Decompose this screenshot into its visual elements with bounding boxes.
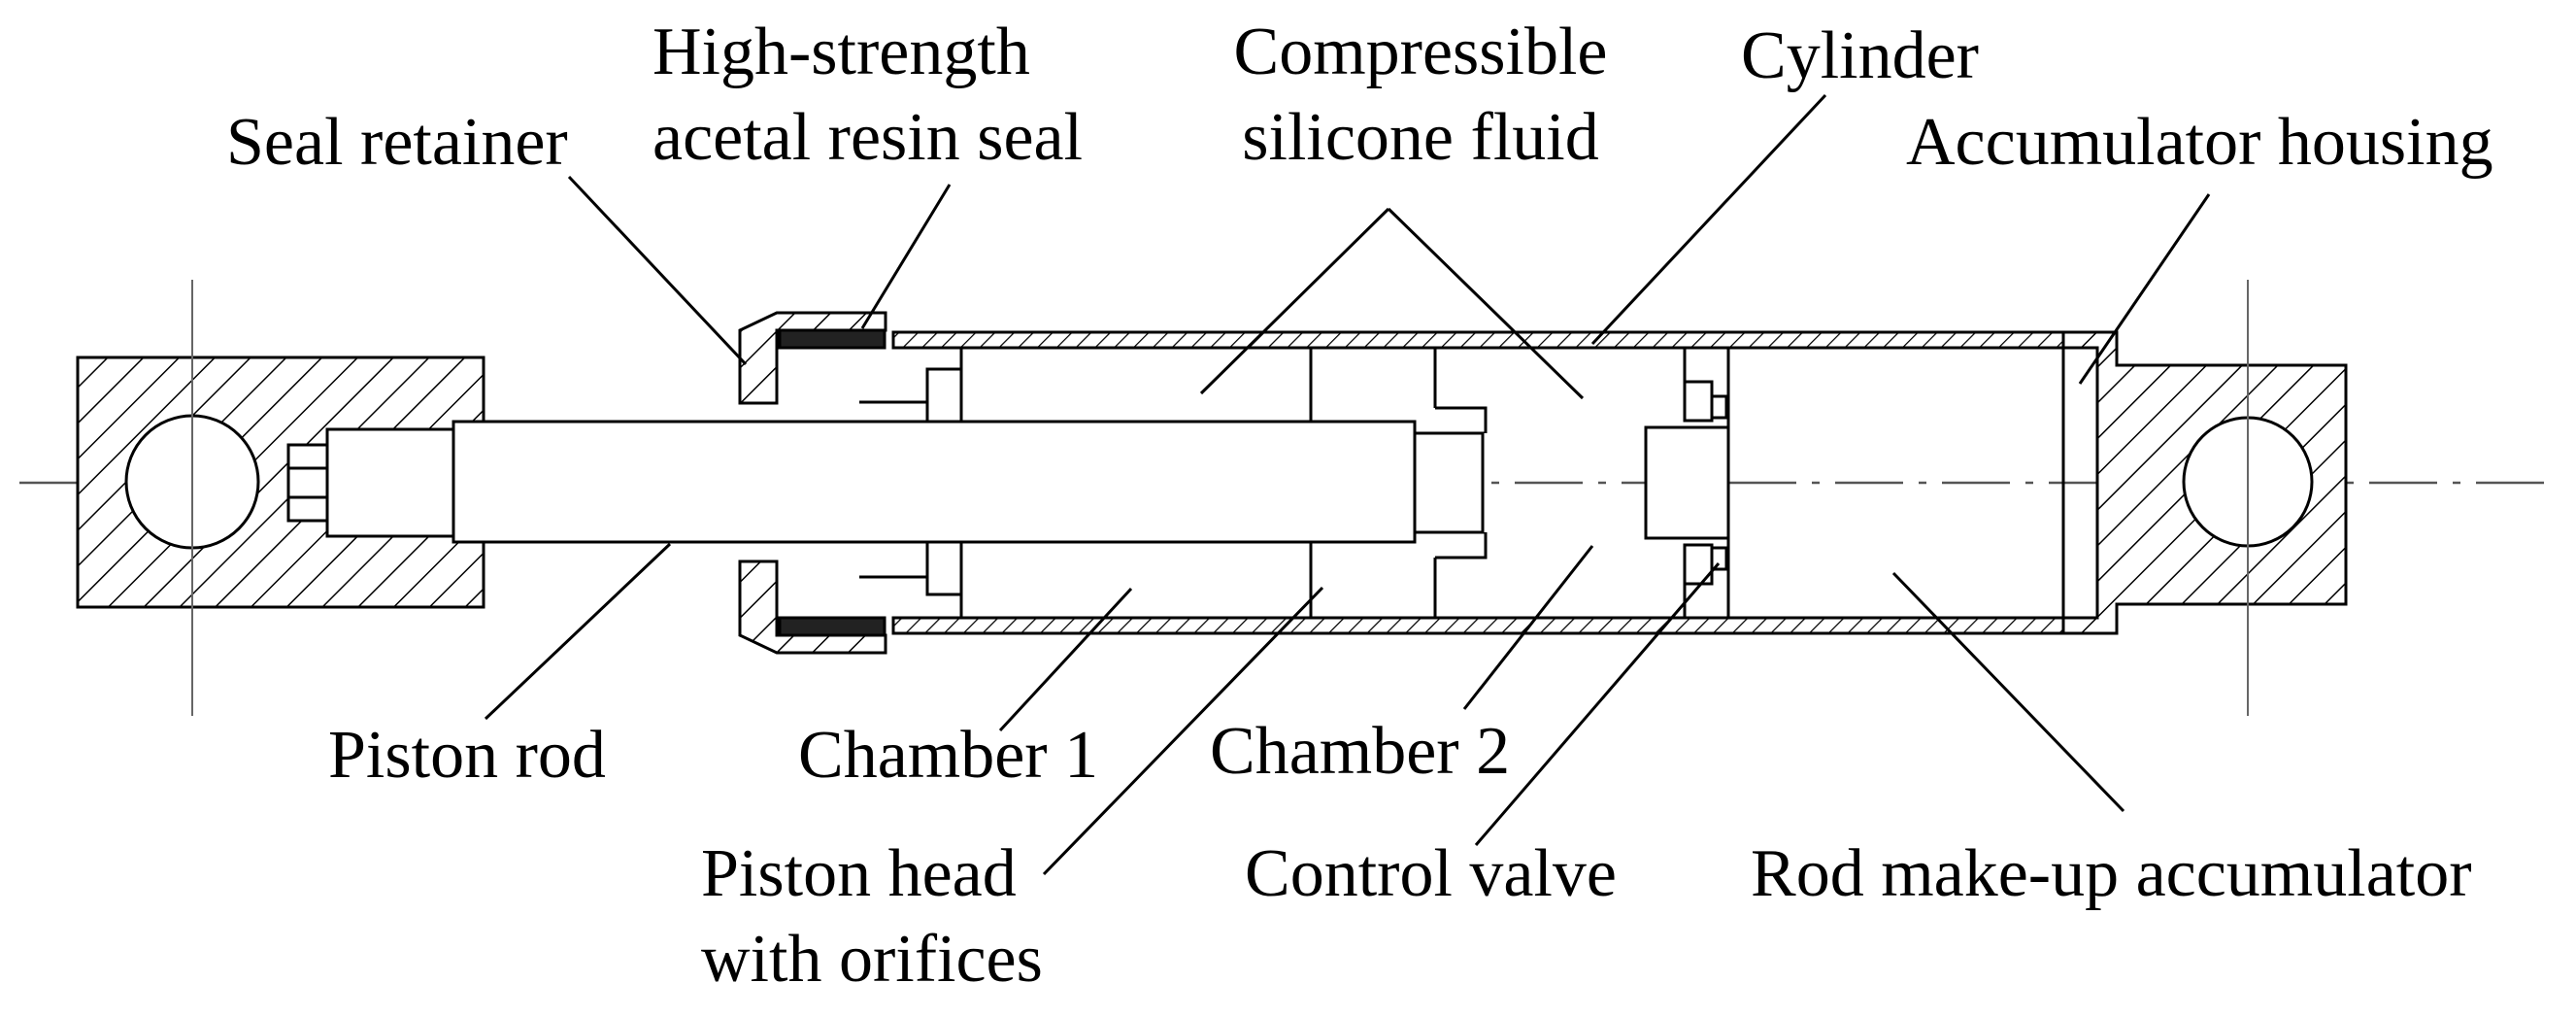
accumulator-housing bbox=[2061, 280, 2348, 716]
leader-accumulator-housing bbox=[2078, 193, 2211, 385]
leader-piston-rod bbox=[484, 542, 672, 721]
leader-rod-accumulator bbox=[1891, 571, 2125, 813]
leader-fluid-2 bbox=[1387, 207, 1585, 400]
leader-chamber-2 bbox=[1462, 545, 1594, 710]
accumulator-piston bbox=[1726, 348, 2065, 618]
leader-fluid-1 bbox=[1199, 207, 1390, 395]
leader-seal bbox=[860, 184, 952, 329]
leader-control-valve bbox=[1474, 562, 1721, 846]
acetal-resin-seal bbox=[778, 328, 887, 637]
label-cylinder: Cylinder bbox=[1741, 18, 1979, 93]
label-piston-head: Piston head with orifices bbox=[701, 836, 1043, 997]
control-valve bbox=[1644, 348, 1730, 618]
label-chamber-2: Chamber 2 bbox=[1210, 714, 1511, 789]
piston-head bbox=[1309, 348, 1488, 618]
label-piston-rod: Piston rod bbox=[328, 718, 606, 793]
piston-rod bbox=[325, 420, 1485, 544]
label-compressible-fluid: Compressible silicone fluid bbox=[1233, 15, 1608, 175]
left-end-eye bbox=[76, 280, 485, 716]
leader-lines bbox=[484, 93, 2211, 876]
label-control-valve: Control valve bbox=[1245, 836, 1617, 911]
label-high-strength-seal: High-strength acetal resin seal bbox=[652, 15, 1084, 175]
label-rod-makeup-accumulator: Rod make-up accumulator bbox=[1751, 836, 2472, 911]
label-seal-retainer: Seal retainer bbox=[226, 105, 568, 180]
leader-piston-head bbox=[1042, 586, 1324, 876]
label-accumulator-housing: Accumulator housing bbox=[1906, 105, 2493, 180]
rod-guide bbox=[859, 348, 963, 618]
leader-cylinder bbox=[1590, 93, 1827, 346]
leader-seal-retainer bbox=[567, 175, 748, 366]
leader-chamber-1 bbox=[998, 587, 1133, 732]
label-chamber-1: Chamber 1 bbox=[798, 718, 1099, 793]
rod-end-nut bbox=[286, 443, 329, 523]
